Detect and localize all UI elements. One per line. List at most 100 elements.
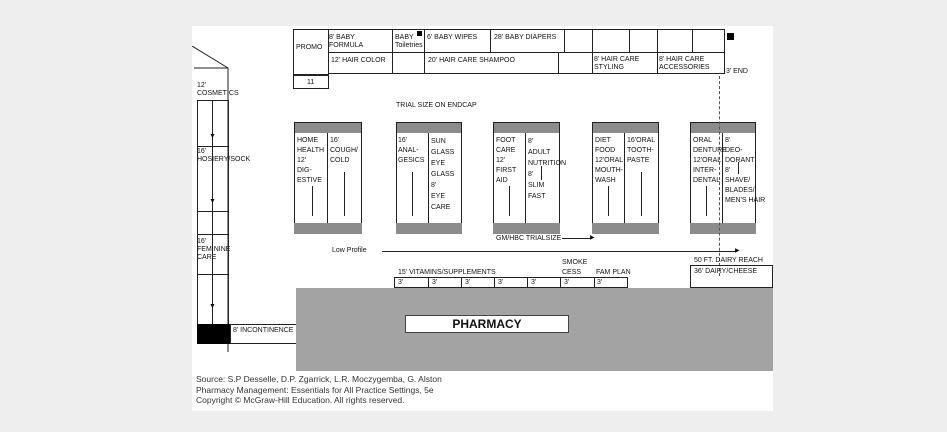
upper-divider [657,29,658,53]
left-wall-cross [197,274,229,275]
gondola-endcap-bottom [493,223,560,234]
trialsize-arrow-line [562,238,592,239]
lower-divider [392,52,393,74]
gondola-4-right-label: 16'ORAL TOOTH- PASTE [627,137,656,164]
flow-arrow [312,186,313,216]
left-wall-cross [197,234,229,235]
trial-size-endcap-label: TRIAL SIZE ON ENDCAP [396,102,477,109]
flow-arrow [344,172,345,216]
flow-arrow [212,166,213,201]
smoke-cess-label: SMOKE CESS [562,259,588,276]
upper-divider [564,29,565,53]
marker-square [417,31,422,36]
shelf-length-label: 3' [531,279,537,286]
marker-square [727,33,734,40]
gondola-divider [525,133,526,223]
gondola-divider [428,133,429,223]
gondola-divider [624,133,625,223]
vitamins-divider [560,277,561,288]
gondola-endcap-bottom [294,223,362,234]
right-wall-dashed [719,76,721,276]
promo-number-box [293,75,329,89]
pharmacy-label: PHARMACY [405,315,569,333]
gondola-endcap-bottom [592,223,659,234]
gondola-endcap-bottom [690,223,756,234]
upper-divider [592,29,593,53]
gondola-endcap-bottom [396,223,462,234]
gondola-divider [722,133,723,223]
hosiery-label: 16' HOSIERY/SOCK [197,148,251,163]
copyright-line: Copyright © McGraw-Hill Education. All r… [196,395,405,405]
flow-arrow [608,186,609,216]
arrow-head-icon: ▼ [209,303,216,310]
promo-number: 11 [307,79,315,86]
arrow-head-icon: ▼ [209,133,216,140]
arrow-head-icon: ▼ [209,198,216,205]
fam-plan-label: FAM PLAN [596,269,631,276]
shelf-length-label: 3' [398,279,404,286]
left-wall-divider [212,100,213,326]
left-wall-cross [197,146,229,147]
low-profile-label: Low Profile [332,247,367,254]
vitamins-label: 15' VITAMINS/SUPPLEMENTS [398,269,496,276]
flow-arrow [509,186,510,216]
lower-divider [558,52,559,74]
gondola-4-left-label: DIET FOOD 12'ORAL MOUTH- WASH [595,137,624,184]
hair-care-accessories-label: 8' HAIR CARE ACCESSORIES [659,56,710,71]
hair-care-styling-label: 8' HAIR CARE STYLING [594,56,640,71]
dairy-reach-box [690,265,773,288]
promo-label: PROMO [296,44,323,51]
gondola-3-left-label: FOOT CARE 12' FIRST AID [496,137,517,184]
low-profile-arrow-line [382,251,737,252]
cosmetics-label: 12' COSMETICS [197,82,239,97]
shelf-length-label: 3' [597,279,603,286]
flow-arrow [212,111,213,136]
promo-divider [293,74,329,75]
gondola-2-left-label: 16' ANAL- GESICS [398,137,425,164]
top-shelf-lower-row [328,52,725,74]
hair-care-shampoo-label: 20' HAIR CARE SHAMPOO [428,57,515,64]
promo-box [293,29,329,75]
incontinence-block [197,324,230,344]
flow-arrow [641,172,642,216]
vitamins-divider [428,277,429,288]
gondola-endcap-top [294,122,362,133]
gondola-2-right-label: SUN GLASS EYE GLASS 8' EYE CARE [431,138,455,211]
gondola-3-right-label: 8' ADULT NUTRITION 8' SLIM FAST [528,138,567,200]
baby-formula-label: 8' BABY FORMULA [329,34,364,49]
flow-arrow [412,172,413,216]
shelf-length-label: 3' [465,279,471,286]
upper-divider [424,29,425,53]
lower-divider [424,52,425,74]
vitamins-shelf [394,277,628,288]
lower-divider [657,52,658,74]
gondola-endcap-top [690,122,756,133]
shelf-length-label: 3' [432,279,438,286]
vitamins-divider [461,277,462,288]
store-layout-diagram: PROMO 11 8' BABY FORMULA BABY Toiletries… [192,26,773,411]
gondola-divider [327,133,328,223]
flow-arrow [738,162,739,174]
flow-arrow [541,166,542,180]
feminine-care-label: 16' FEMININE CARE [197,238,231,261]
upper-divider [629,29,630,53]
gm-hbc-trialsize-label: GM/HBC TRIALSIZE [496,235,562,242]
source-line: Source: S.P Desselle, D.P. Zgarrick, L.R… [196,374,442,384]
hair-color-label: 12' HAIR COLOR [331,57,386,64]
upper-divider [490,29,491,53]
baby-diapers-label: 28' BABY DIAPERS [494,34,557,41]
gondola-1-right-label: 16' COUGH/ COLD [330,137,358,164]
gondola-endcap-top [493,122,560,133]
shelf-length-label: 3' [564,279,570,286]
arrow-head-icon: ▶ [590,235,595,241]
left-wall-cross [197,211,229,212]
vitamins-divider [594,277,595,288]
gondola-endcap-top [592,122,659,133]
dairy-reach-label: 50 FT. DAIRY REACH [694,257,763,264]
baby-wipes-label: 6' BABY WIPES [427,34,478,41]
vitamins-divider [494,277,495,288]
gondola-5-right-label: 8' DEO- DORANT 8' SHAVE/ BLADES/ MEN'S H… [725,137,766,204]
incontinence-label: 8' INCONTINENCE [233,327,294,334]
book-line: Pharmacy Management: Essentials for All … [196,384,434,395]
upper-divider [692,29,693,53]
